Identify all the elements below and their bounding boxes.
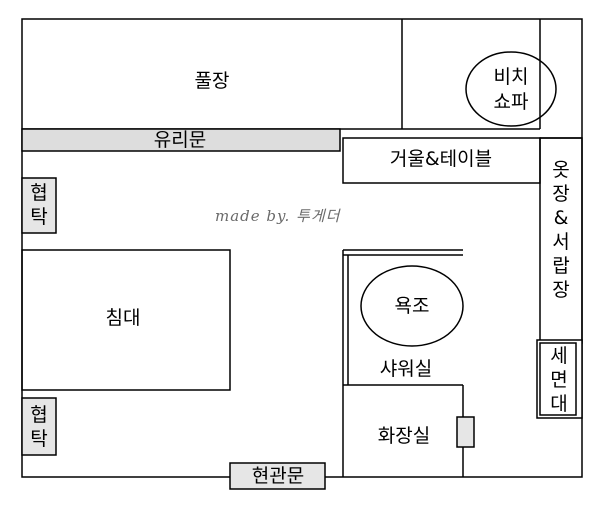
wardrobe-char-2: 장 [552, 183, 570, 205]
washstand-char-2: 면 [550, 369, 568, 391]
wardrobe-char-4: 서 [552, 231, 570, 253]
glass-door-label: 유리문 [153, 129, 207, 151]
mirror-table-label: 거울&테이블 [389, 148, 493, 170]
entrance-door [229, 462, 326, 490]
cabinet-top-label: 협 탁 [24, 181, 54, 229]
wardrobe-char-1: 옷 [552, 159, 570, 181]
bed [21, 249, 231, 391]
wardrobe-char-6: 장 [552, 279, 570, 301]
washstand [539, 342, 577, 416]
cabinet-top-char-2: 탁 [30, 206, 48, 228]
washstand-label: 세 면 대 [544, 344, 574, 416]
beach-sofa [465, 51, 557, 127]
cabinet-bottom-char-2: 탁 [30, 428, 48, 450]
cabinet-bottom [21, 397, 57, 456]
signature: made by. 투게더 [215, 207, 341, 225]
beach-sofa-label-2: 쇼파 [493, 91, 529, 113]
washstand-char-3: 대 [550, 393, 568, 415]
wardrobe-label: 옷 장 & 서 랍 장 [547, 158, 575, 302]
shower-label: 샤워실 [379, 358, 433, 380]
glass-door [21, 128, 341, 152]
wardrobe-char-3: & [553, 207, 569, 229]
toilet-label: 화장실 [377, 425, 431, 447]
garden-label: 풀장 [194, 70, 230, 92]
washstand-char-1: 세 [550, 345, 568, 367]
wardrobe-char-5: 랍 [552, 255, 570, 277]
cabinet-bottom-label: 협 탁 [24, 403, 54, 451]
entrance-label: 현관문 [251, 465, 305, 487]
cabinet-top-char-1: 협 [30, 182, 48, 204]
bed-label: 침대 [105, 307, 141, 329]
bathtub-label: 욕조 [394, 295, 430, 317]
toilet-fixture [456, 416, 475, 448]
cabinet-top [21, 177, 57, 234]
bathtub [360, 265, 464, 347]
cabinet-bottom-char-1: 협 [30, 404, 48, 426]
beach-sofa-label-1: 비치 [493, 66, 529, 88]
